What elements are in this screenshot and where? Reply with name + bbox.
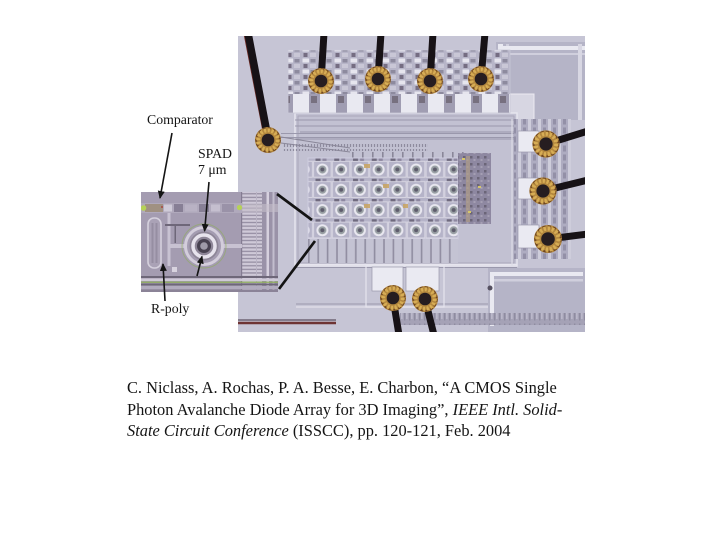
microtext-row — [280, 136, 465, 160]
citation: C. Niclass, A. Rochas, P. A. Besse, E. C… — [127, 377, 627, 442]
readout-block — [458, 153, 491, 224]
chip-corner-bottom-right — [400, 268, 585, 332]
chip-micrograph — [238, 29, 592, 339]
citation-line-2-italic: IEEE Intl. Solid- — [452, 399, 563, 419]
comparator-region — [140, 203, 278, 213]
bottom-metal-stripes — [141, 276, 278, 292]
rpoly-label: R-poly — [151, 301, 190, 316]
chip-street-line — [238, 319, 336, 325]
spad-label-name: SPAD — [198, 146, 233, 161]
citation-line-3-italic: State Circuit Conference — [127, 421, 289, 441]
spad-array — [307, 157, 459, 240]
citation-line-3-normal: (ISSCC), pp. 120-121, Feb. 2004 — [288, 421, 511, 441]
citation-line-1: C. Niclass, A. Rochas, P. A. Besse, E. C… — [127, 377, 627, 399]
chip-micrograph-image — [238, 29, 592, 339]
citation-line-1-text: C. Niclass, A. Rochas, P. A. Besse, E. C… — [127, 378, 557, 397]
citation-line-2: Photon Avalanche Diode Array for 3D Imag… — [127, 399, 627, 421]
comparator-label: Comparator — [147, 112, 213, 127]
spad-pixel-inset — [140, 192, 278, 292]
spad-label-size: 7 μm — [198, 162, 227, 178]
neighbor-column-band — [241, 192, 278, 292]
spad-pixel-inset-image — [140, 192, 278, 292]
spad-label: SPAD 7 μm — [198, 146, 232, 179]
citation-line-2-normal: Photon Avalanche Diode Array for 3D Imag… — [127, 399, 453, 419]
pixel-wiring — [165, 213, 242, 272]
citation-line-3: State Circuit Conference (ISSCC), pp. 12… — [127, 420, 627, 442]
column-lines — [295, 239, 517, 308]
rpoly-resistor — [147, 217, 162, 269]
routing-channel — [281, 119, 521, 140]
comparator-arrow — [157, 132, 173, 199]
